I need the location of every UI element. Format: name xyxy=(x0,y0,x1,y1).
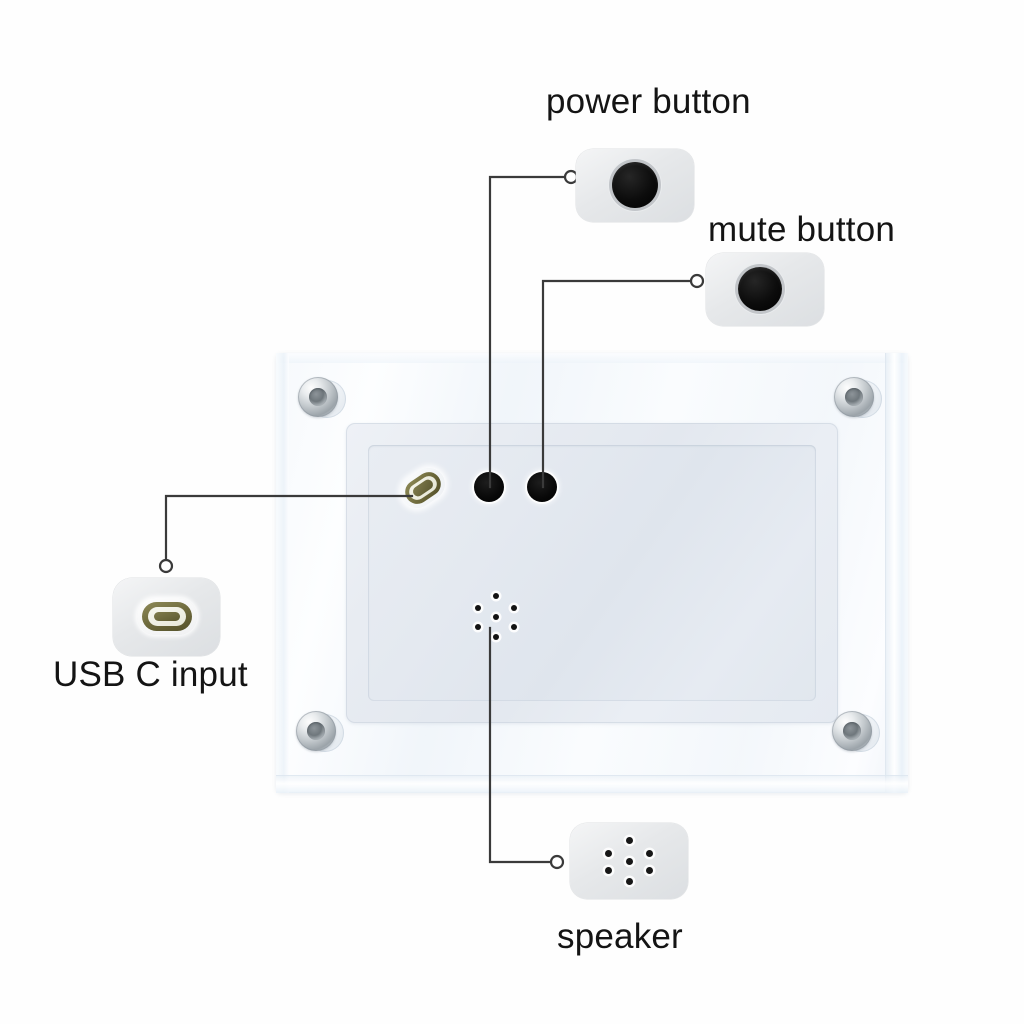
speaker-hole xyxy=(511,624,517,630)
usb-c-inner-ring xyxy=(148,607,186,626)
callout-chip-mute-button[interactable] xyxy=(706,253,824,326)
speaker-icon xyxy=(602,837,656,885)
acrylic-edge-left xyxy=(276,353,289,793)
device-power-button-hole xyxy=(474,472,504,502)
speaker-hole xyxy=(605,850,612,857)
speaker-hole xyxy=(605,867,612,874)
mute-button-icon xyxy=(738,267,782,311)
corner-screw-top-left xyxy=(298,377,348,423)
callout-label-power-button: power button xyxy=(546,82,751,121)
callout-label-usb-c-input: USB C input xyxy=(53,655,248,694)
power-button-icon xyxy=(612,162,658,208)
screw-head xyxy=(296,711,336,751)
device-mute-button-hole xyxy=(527,472,557,502)
speaker-hole xyxy=(475,605,481,611)
speaker-hole xyxy=(626,858,633,865)
screw-head xyxy=(834,377,874,417)
usb-c-icon xyxy=(137,598,197,635)
usb-c-inner-shell xyxy=(406,472,440,504)
speaker-hole xyxy=(493,593,499,599)
acrylic-edge-bottom xyxy=(276,775,908,793)
callout-label-speaker: speaker xyxy=(557,917,683,956)
callout-chip-usb-c-input[interactable] xyxy=(113,578,220,656)
corner-screw-bottom-right xyxy=(832,711,882,757)
device-back-panel xyxy=(276,353,908,793)
speaker-hole xyxy=(646,867,653,874)
device-speaker-grille xyxy=(472,593,520,641)
speaker-hole xyxy=(626,878,633,885)
acrylic-edge-right xyxy=(885,353,908,793)
speaker-hole xyxy=(511,605,517,611)
speaker-hole xyxy=(626,837,633,844)
speaker-hole xyxy=(475,624,481,630)
corner-screw-bottom-left xyxy=(296,711,346,757)
usb-c-core xyxy=(154,612,180,621)
speaker-hole xyxy=(493,634,499,640)
screw-head xyxy=(298,377,338,417)
speaker-hole xyxy=(646,850,653,857)
callout-chip-power-button[interactable] xyxy=(576,149,694,222)
corner-screw-top-right xyxy=(834,377,884,423)
speaker-hole xyxy=(493,614,499,620)
usb-c-outer-ring xyxy=(142,602,192,631)
callout-label-mute-button: mute button xyxy=(708,210,896,249)
usb-c-core xyxy=(411,477,435,499)
frosted-backplate xyxy=(346,423,838,723)
screw-head xyxy=(832,711,872,751)
acrylic-edge-top xyxy=(276,353,908,363)
callout-chip-speaker[interactable] xyxy=(570,823,688,899)
